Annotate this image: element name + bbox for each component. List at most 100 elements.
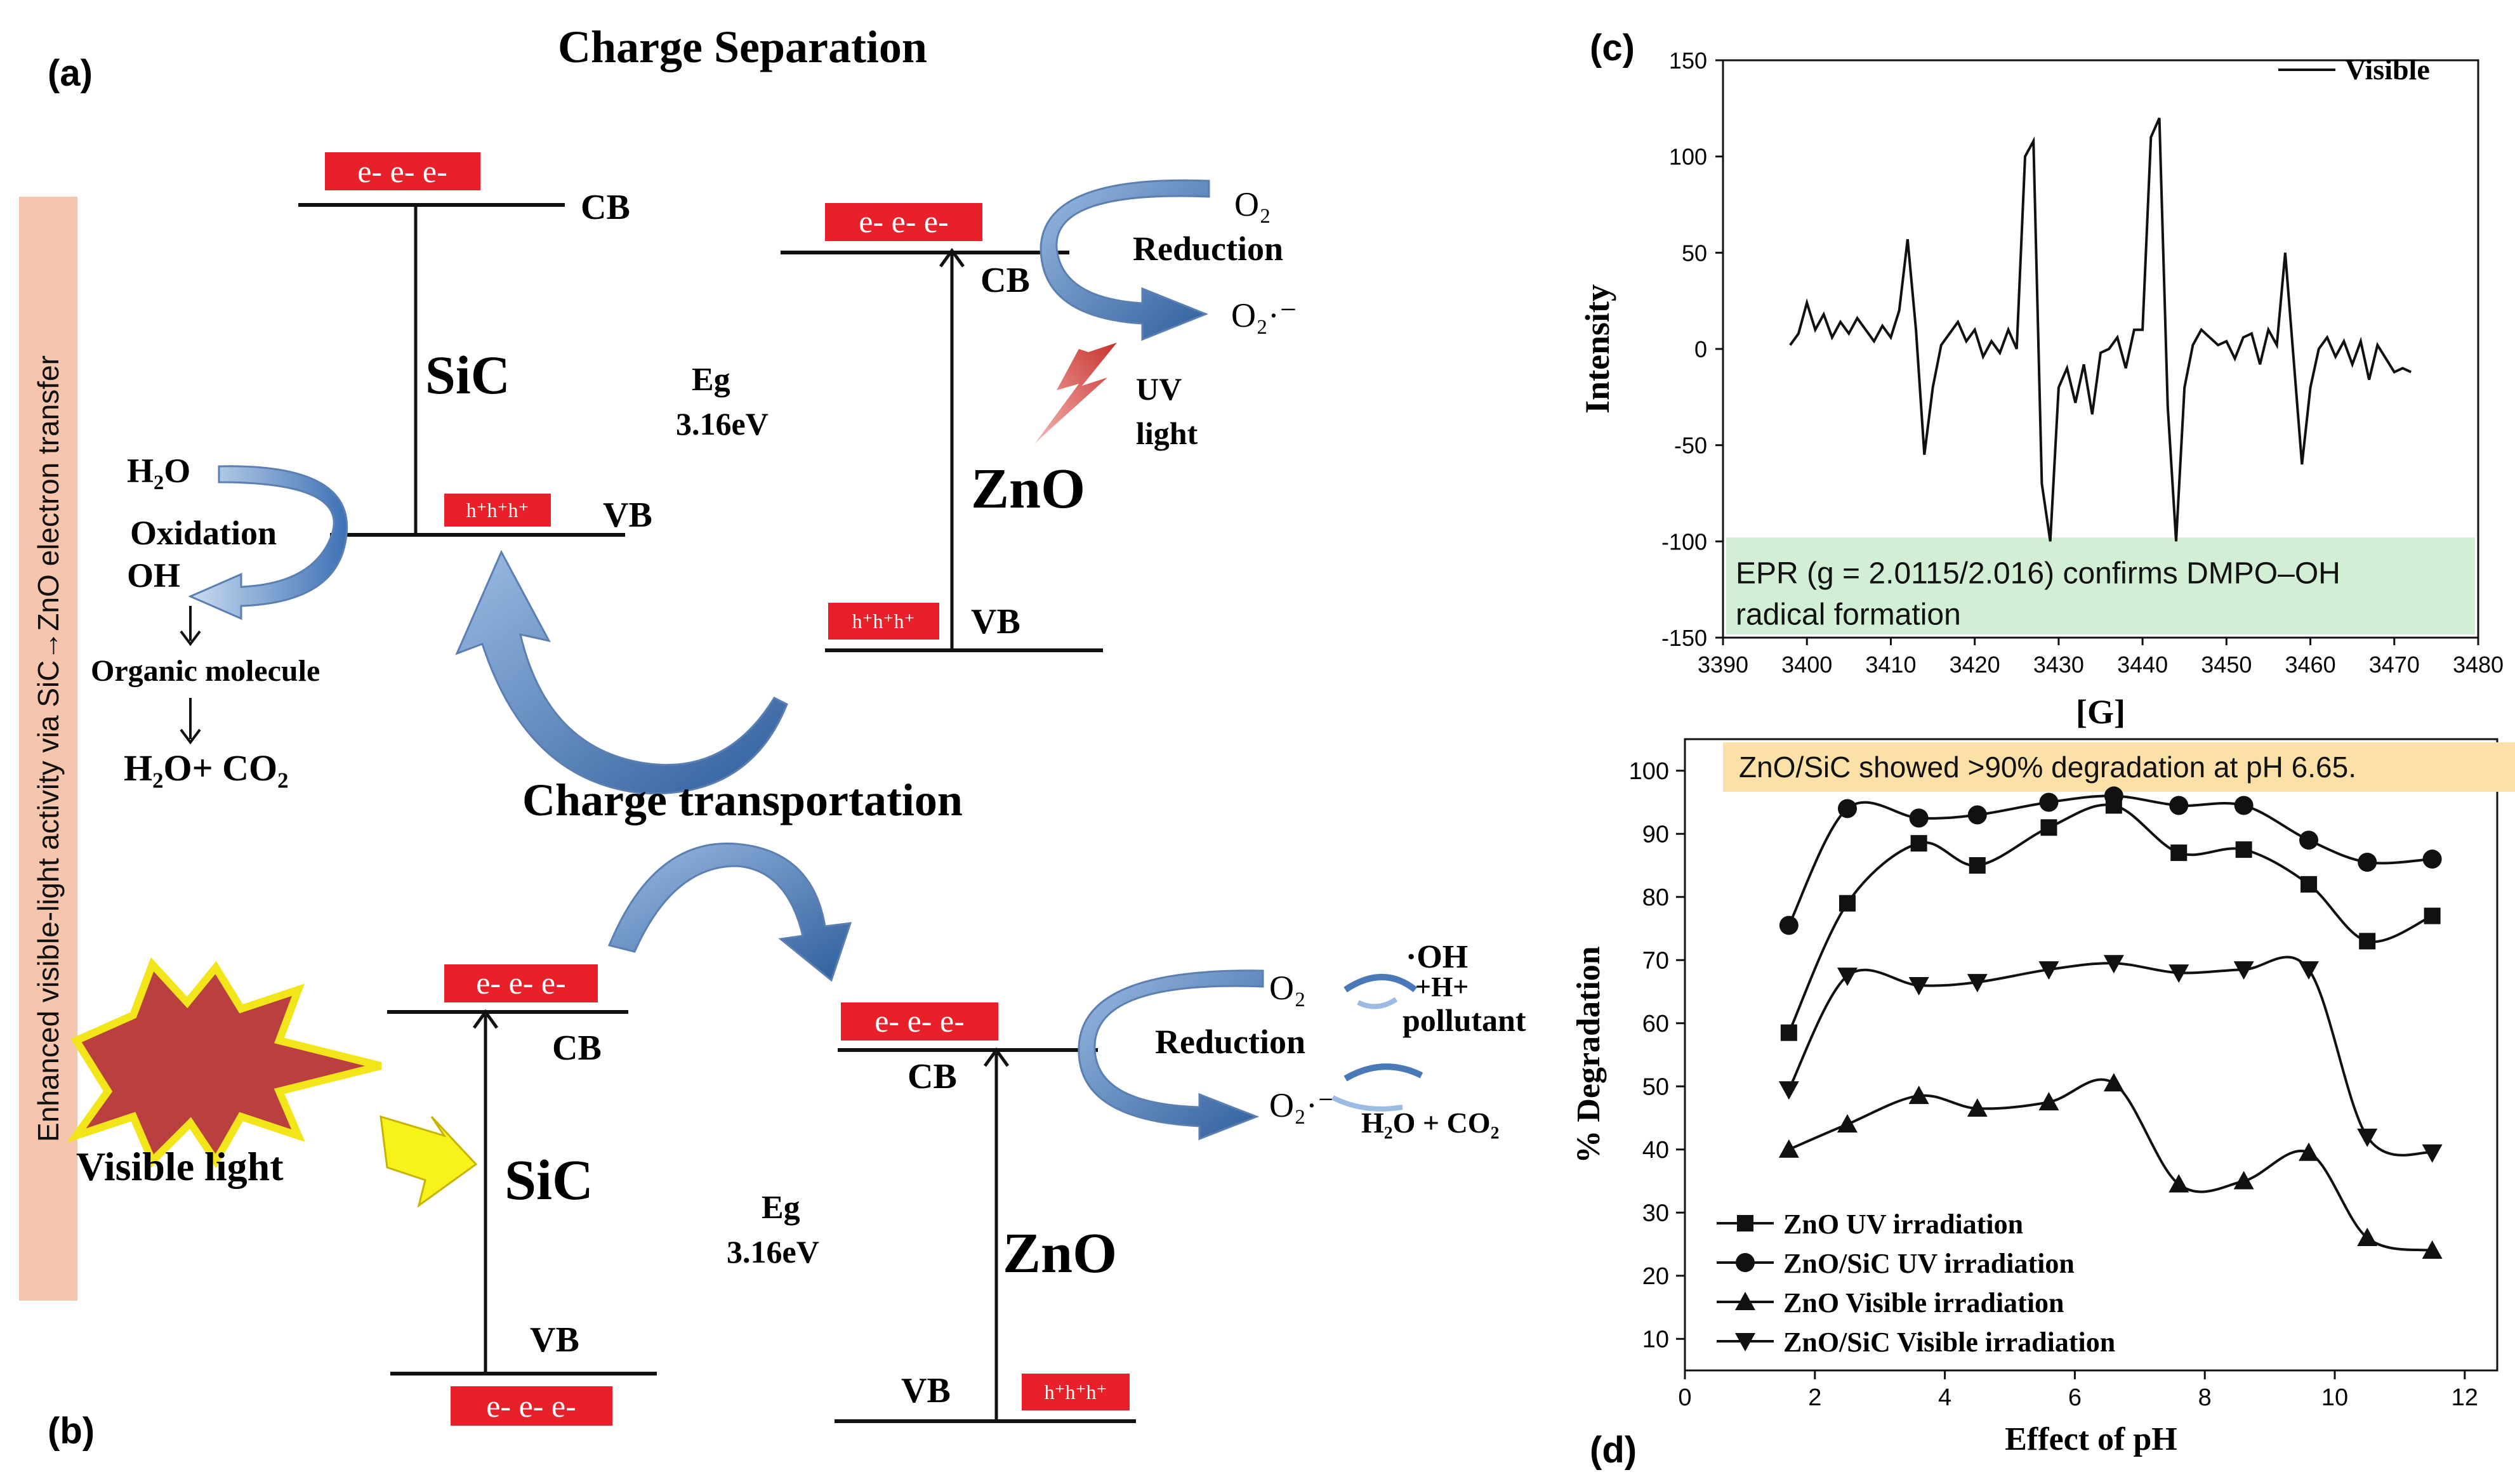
sic-electron-text: e- e- e-: [357, 154, 447, 189]
chart-d-point-circle: [2169, 796, 2189, 815]
chart-d-point-circle: [2104, 786, 2123, 806]
pollutant-label: pollutant: [1403, 1002, 1526, 1038]
chart-c-ytick-label: 100: [1669, 144, 1707, 170]
chart-d-point-square: [2235, 841, 2252, 858]
panel-a-label: (a): [48, 53, 93, 94]
yellow-arrow-icon: [380, 1115, 478, 1208]
zno-hole-text: h⁺h⁺h⁺: [852, 610, 915, 633]
chart-d-ytick-label: 50: [1642, 1074, 1669, 1100]
chart-d-legend-label: ZnO UV irradiation: [1783, 1209, 2023, 1240]
zno-vb-label: VB: [971, 602, 1020, 641]
chart-d-point-triangle-down: [1778, 1081, 1799, 1100]
chart-d-ytick-label: 10: [1642, 1326, 1669, 1353]
chart-d-frame: [1684, 738, 2498, 1372]
chart-c-ylabel: Intensity: [1578, 284, 1616, 414]
chart-d-point-circle: [2234, 796, 2254, 815]
chart-c-xtick-label: 3430: [2033, 652, 2084, 678]
chart-d-point-triangle-down: [1837, 968, 1858, 987]
sic-vb-label: VB: [603, 496, 652, 535]
chart-d-ytick-label: 80: [1642, 884, 1669, 911]
eg-value-a: 3.16eV: [676, 406, 769, 442]
chart-d-point-triangle-up: [2357, 1228, 2378, 1247]
sic-vb-electron-text-b: e- e- e-: [486, 1388, 576, 1424]
chart-d-point-triangle-down: [2103, 955, 2124, 974]
chart-c-ytick-label: -50: [1674, 433, 1707, 459]
panel-a-title: Charge Separation: [558, 22, 927, 72]
chart-d-point-circle: [2299, 831, 2319, 850]
chart-d-annotation: ZnO/SiC showed >90% degradation at pH 6.…: [1739, 751, 2356, 784]
sic-cb-electron-box-b: [444, 964, 598, 1002]
side-banner-bg: [19, 197, 77, 1301]
chart-c-xtick-label: 3390: [1698, 652, 1748, 678]
chart-d-point-triangle-down: [1967, 974, 1988, 993]
chart-d-xtick-label: 0: [1678, 1384, 1691, 1411]
o2-label-a: O₂: [1234, 185, 1271, 223]
reduction-arrow-a: [1040, 179, 1210, 341]
chart-d-line-triangle-up: [1788, 1078, 2432, 1252]
zno-name-a: ZnO: [971, 457, 1085, 520]
chart-c-annotation-line1: EPR (g = 2.0115/2.016) confirms DMPO–OH: [1736, 556, 2340, 590]
sic-hole-text: h⁺h⁺h⁺: [466, 499, 529, 522]
chart-c-ytick-label: 50: [1682, 240, 1707, 266]
chart-c-xtick-label: 3480: [2453, 652, 2504, 678]
reduction-label-a: Reduction: [1133, 230, 1283, 268]
side-banner: Enhanced visible-light activity via SiC→…: [19, 197, 77, 1301]
zno-hole-box: [828, 603, 939, 640]
chart-d-ytick-label: 20: [1642, 1263, 1669, 1290]
chart-d-point-triangle-up: [2103, 1073, 2124, 1092]
chart-c-xtick-label: 3410: [1865, 652, 1916, 678]
chart-d-xtick-label: 4: [1938, 1384, 1951, 1411]
panel-b-label: (b): [48, 1410, 95, 1452]
chart-d-ytick-label: 100: [1629, 758, 1669, 785]
products-arrow: [1343, 1063, 1423, 1082]
zno-electron-box: [825, 203, 982, 241]
chart-d-legend-marker: [1737, 1215, 1753, 1231]
sic-cb-electron-text-b: e- e- e-: [476, 965, 566, 1001]
chart-d-xlabel: Effect of pH: [2005, 1421, 2177, 1457]
chart-d-point-triangle-down: [2038, 961, 2059, 980]
o2-radical-b: O₂·⁻: [1269, 1086, 1335, 1124]
chart-d-point-triangle-down: [2422, 1144, 2443, 1163]
chart-d-legend-label: ZnO Visible irradiation: [1783, 1287, 2064, 1318]
chart-d-point-triangle-down: [2168, 964, 2189, 983]
chart-c-xtick-label: 3470: [2369, 652, 2420, 678]
chart-d-point-square: [1839, 895, 1856, 912]
reduction-arrow-b: [1078, 969, 1264, 1141]
chart-d-point-square: [1969, 857, 1986, 874]
sic-cb-label: CB: [581, 188, 630, 227]
uv-bolt-icon: [1034, 343, 1117, 444]
sic-vb-electron-box-b: [451, 1386, 612, 1426]
chart-c-ytick-label: -100: [1661, 529, 1707, 555]
chart-d-point-triangle-up: [1778, 1139, 1799, 1158]
oh-label: OH: [127, 556, 180, 594]
oh-arrow: [1343, 974, 1418, 993]
panel-b-title: Charge transportation: [522, 775, 963, 825]
chart-d-point-triangle-down: [2357, 1128, 2378, 1147]
hplus-label: +H+: [1415, 971, 1469, 1002]
o2-radical-a: O₂·⁻: [1231, 296, 1297, 334]
chart-d-point-square: [2359, 933, 2376, 950]
chart-c-xtick-label: 3400: [1781, 652, 1832, 678]
chart-d-point-triangle-down: [1908, 977, 1929, 996]
chart-d-point-circle: [1779, 916, 1799, 935]
chart-c-series-visible: [1789, 117, 2412, 542]
eg-label-b: Eg: [762, 1190, 800, 1226]
oxidation-arrow: [188, 465, 348, 621]
chart-d-legend-label: ZnO/SiC UV irradiation: [1783, 1248, 2075, 1279]
chart-c-annotation-line2: radical formation: [1736, 598, 1961, 631]
uv-label: UV: [1136, 371, 1182, 407]
side-banner-text: Enhanced visible-light activity via SiC→…: [32, 355, 65, 1142]
zno-cb-label: CB: [980, 261, 1030, 300]
chart-d-point-triangle-up: [2299, 1142, 2320, 1161]
chart-d-point-square: [1780, 1024, 1797, 1041]
sic-cb-label-b: CB: [552, 1028, 602, 1068]
chart-d-ytick-label: 90: [1642, 821, 1669, 848]
chart-d-xtick-label: 6: [2068, 1384, 2082, 1411]
eg-label-a: Eg: [692, 362, 730, 398]
eg-value-b: 3.16eV: [727, 1234, 819, 1270]
visible-light-label: Visible light: [76, 1144, 284, 1189]
sic-name: SiC: [425, 345, 510, 405]
chart-d-point-circle: [2422, 850, 2442, 869]
